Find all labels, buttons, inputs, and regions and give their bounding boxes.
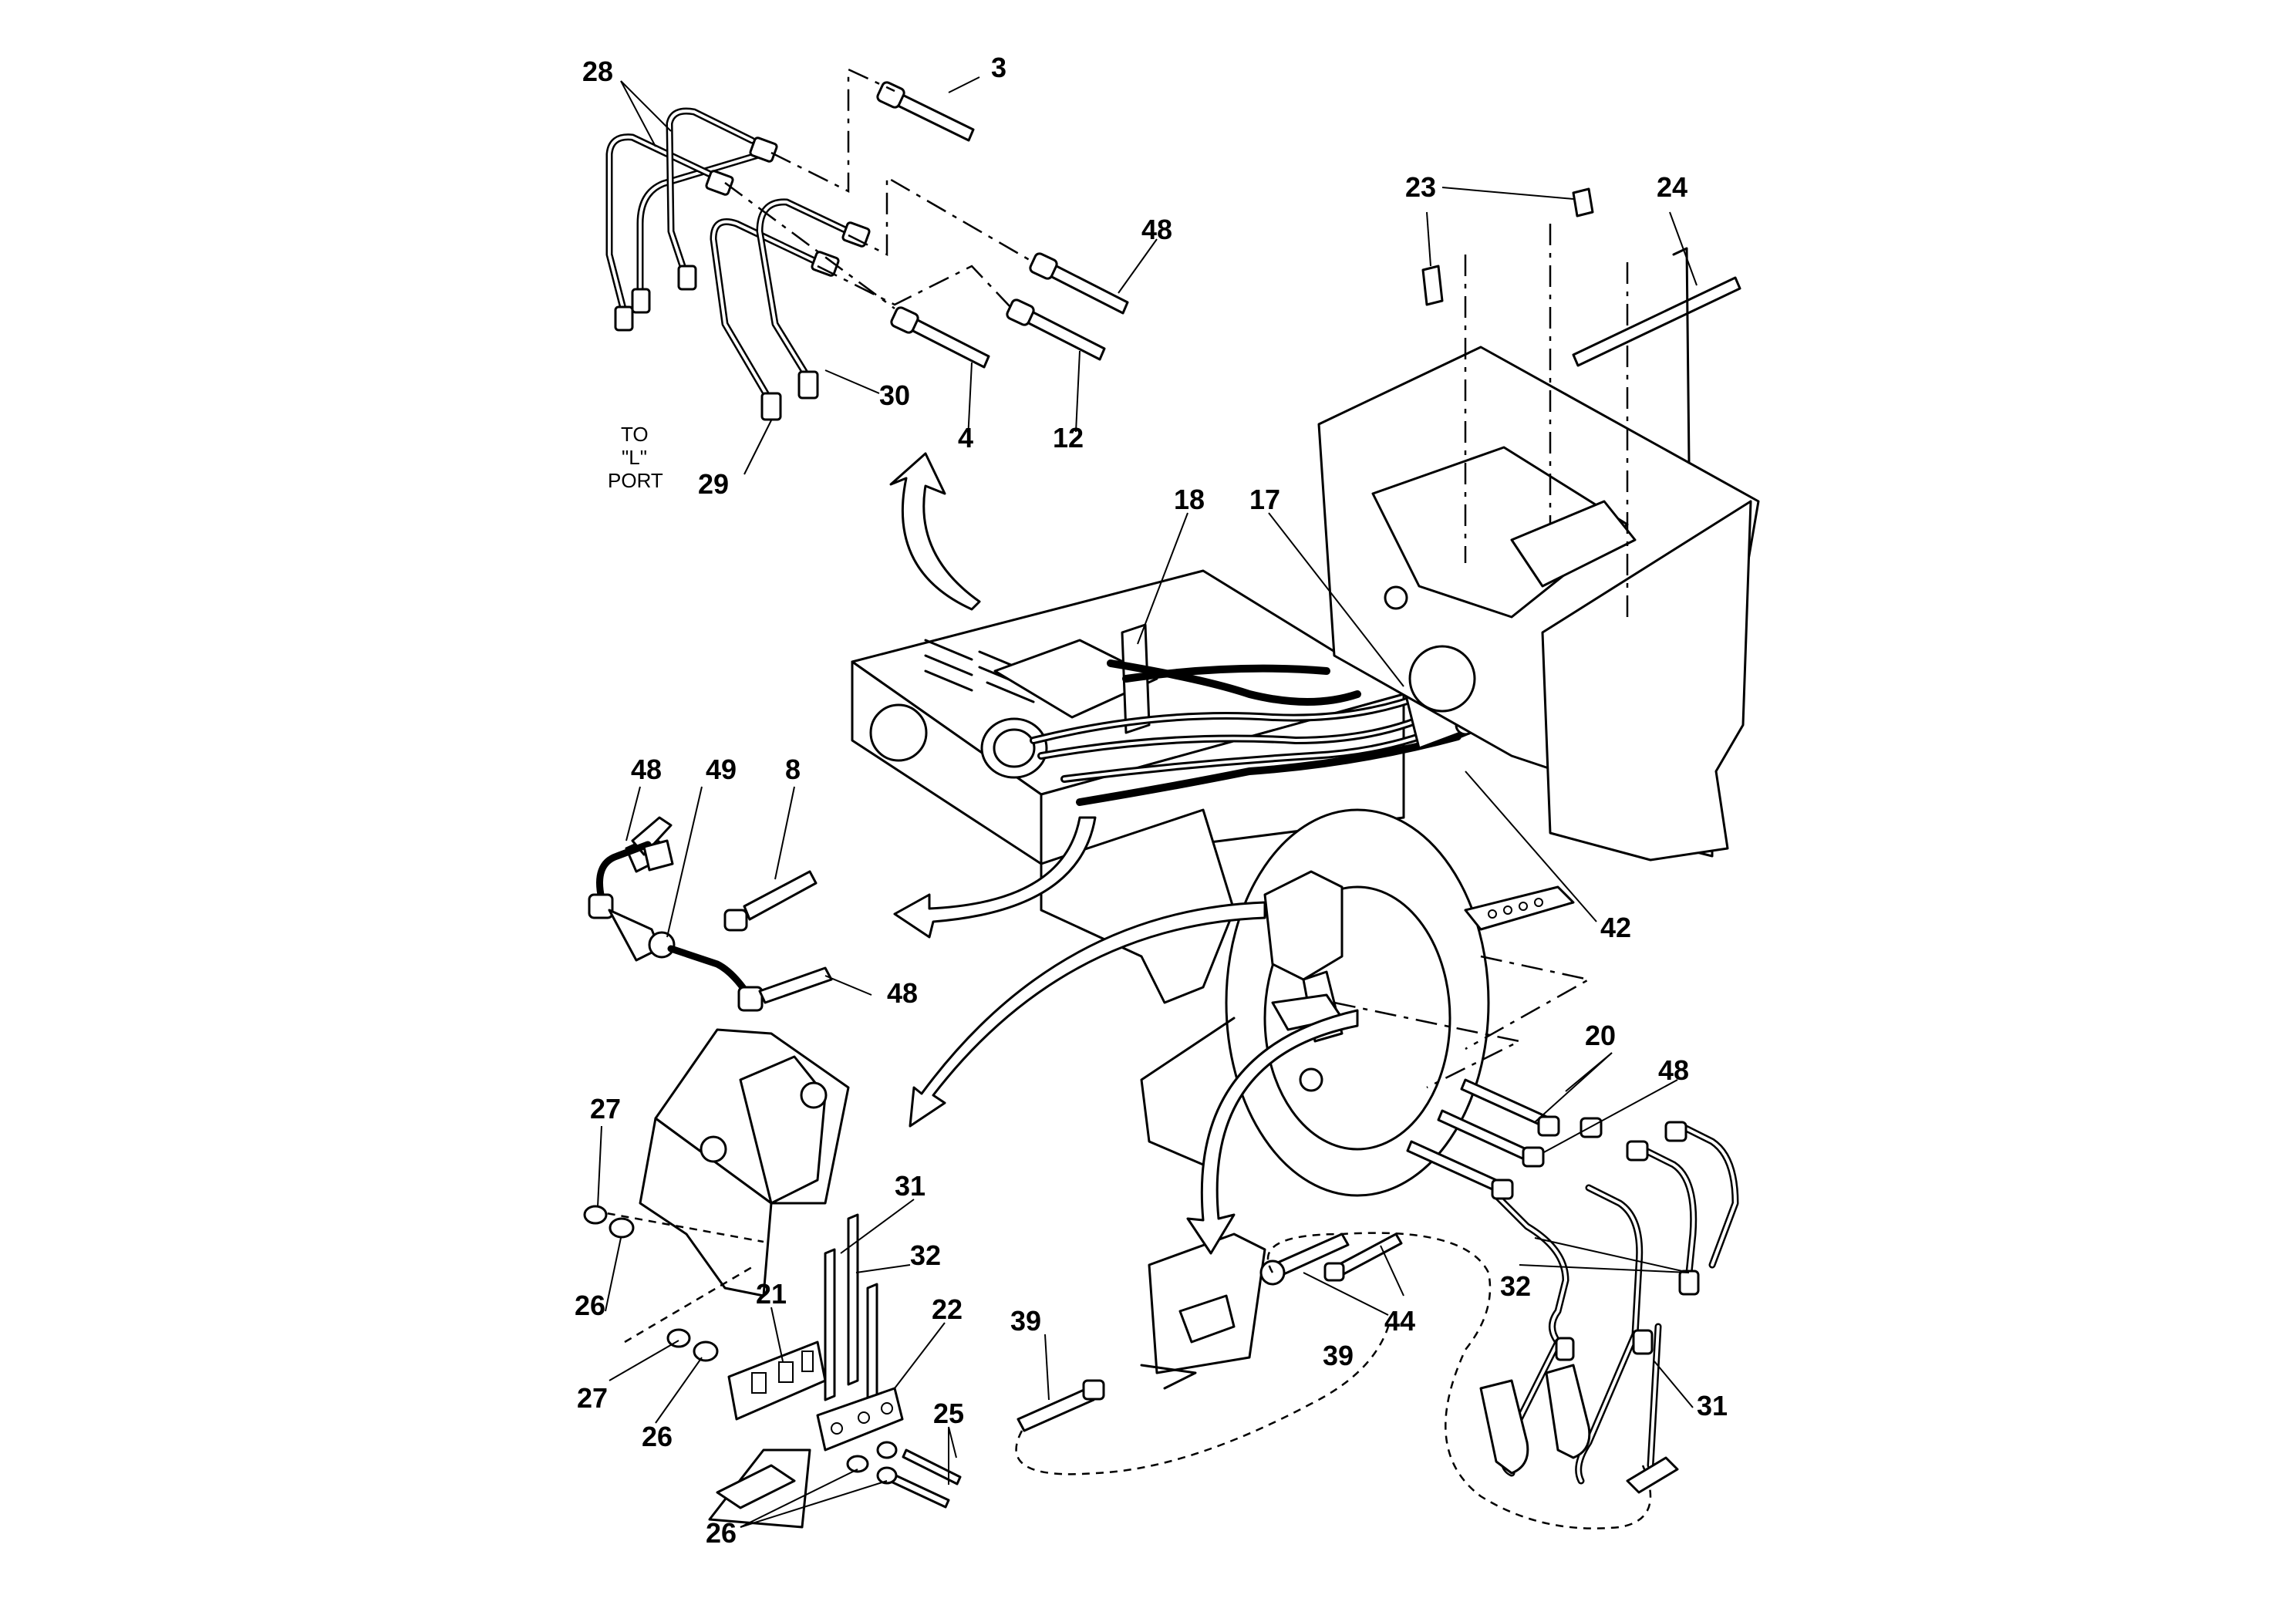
plate-holes xyxy=(1488,898,1543,919)
callout-29: 29 xyxy=(698,468,729,500)
callout-39-right: 39 xyxy=(1323,1340,1354,1371)
bracket-housing xyxy=(1317,187,1760,862)
clamp-plate-slots xyxy=(751,1351,814,1394)
callout-27-upper: 27 xyxy=(590,1093,621,1125)
clamp-block-holes xyxy=(831,1402,893,1435)
callout-21: 21 xyxy=(756,1278,787,1310)
fitting-assembly-mid xyxy=(588,816,833,1012)
callout-49: 49 xyxy=(706,754,737,785)
callout-48: 48 xyxy=(1141,214,1172,245)
arrow-to-hose-routing xyxy=(1186,1009,1359,1255)
callout-labels: 28 3 48 30 4 12 29 TO "L" PORT 18 17 23 … xyxy=(575,52,1728,1549)
callout-26-lower: 26 xyxy=(706,1517,737,1549)
callout-26-upper: 26 xyxy=(575,1290,605,1321)
callout-8: 8 xyxy=(785,754,801,785)
callout-32-right: 32 xyxy=(1500,1270,1531,1302)
callout-27-lower: 27 xyxy=(577,1382,608,1414)
callout-48-mid: 48 xyxy=(631,754,662,785)
callout-31-right: 31 xyxy=(1697,1390,1728,1421)
callout-12: 12 xyxy=(1053,422,1084,454)
tube-fitting xyxy=(614,137,871,421)
note-line-2: "L" xyxy=(622,446,647,469)
callout-17: 17 xyxy=(1249,484,1280,515)
callout-30: 30 xyxy=(879,379,910,411)
note-line-1: TO xyxy=(621,423,649,446)
callout-24: 24 xyxy=(1657,171,1687,203)
callout-39-left: 39 xyxy=(1010,1305,1041,1337)
arrow-to-clamp xyxy=(909,901,1266,1128)
callout-23: 23 xyxy=(1405,171,1436,203)
callout-48-lower: 48 xyxy=(887,977,918,1009)
callout-22: 22 xyxy=(932,1293,963,1325)
arrow-to-mid-fittings xyxy=(893,816,1097,939)
callout-25: 25 xyxy=(933,1398,964,1429)
callout-18: 18 xyxy=(1174,484,1205,515)
callout-leaders xyxy=(597,76,1698,1528)
clamp-assembly xyxy=(583,1028,962,1529)
hose-end-fittings xyxy=(876,81,1129,369)
callout-20: 20 xyxy=(1585,1020,1616,1051)
callout-42: 42 xyxy=(1600,912,1631,943)
callout-3: 3 xyxy=(991,52,1006,83)
callout-28: 28 xyxy=(582,56,613,87)
callout-32-left: 32 xyxy=(910,1239,941,1271)
callout-44: 44 xyxy=(1384,1305,1415,1337)
callout-4: 4 xyxy=(958,422,973,454)
note-line-3: PORT xyxy=(608,469,663,492)
callout-48-right: 48 xyxy=(1658,1054,1689,1086)
callout-26-middle: 26 xyxy=(642,1421,673,1452)
callout-31-left: 31 xyxy=(895,1170,925,1202)
hose-routing-assembly xyxy=(1015,955,1739,1529)
tube-assembly-group xyxy=(605,68,1129,421)
arrow-to-tubes xyxy=(889,452,981,611)
